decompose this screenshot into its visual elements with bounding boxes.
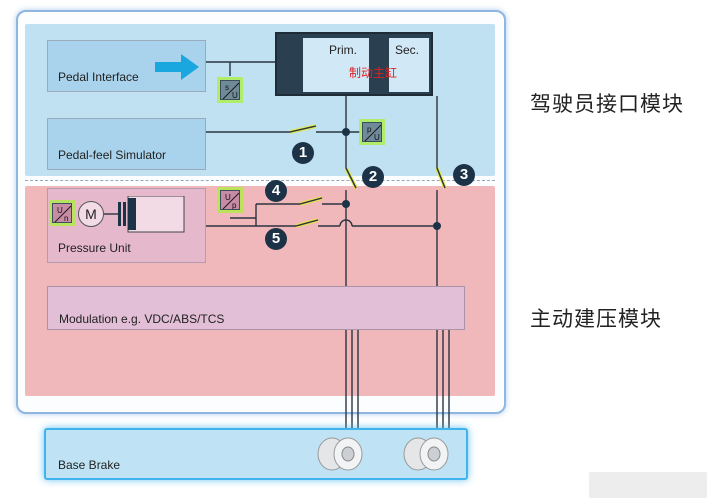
pressure-unit-sensor-bottom: p	[232, 201, 237, 210]
pedal-travel-sensor: s U	[220, 80, 240, 100]
secondary-chamber	[389, 38, 429, 92]
brake-disc-right-icon	[403, 437, 449, 471]
brake-disc-left-icon	[317, 437, 363, 471]
primary-pressure-sensor-top: p	[367, 125, 372, 134]
pedal-feel-simulator-label: Pedal-feel Simulator	[58, 148, 167, 162]
valve-3-callout: 3	[453, 164, 475, 186]
primary-pressure-sensor: p U	[362, 122, 382, 142]
base-brake-label: Base Brake	[58, 458, 121, 472]
base-brake-box: Base Brake	[44, 428, 468, 480]
modulation-box: Modulation e.g. VDC/ABS/TCS	[47, 286, 465, 330]
valve-5-callout: 5	[265, 228, 287, 250]
motor-angle-sensor: U n	[52, 203, 72, 223]
motor-angle-sensor-bottom: n	[64, 214, 68, 223]
driver-interface-module-label: 驾驶员接口模块	[530, 92, 684, 116]
pedal-interface-label: Pedal Interface	[58, 70, 139, 84]
primary-chamber	[303, 38, 369, 92]
pedal-feel-simulator-box: Pedal-feel Simulator	[47, 118, 206, 170]
primary-label: Prim.	[329, 43, 357, 57]
pressure-unit-label: Pressure Unit	[58, 241, 131, 255]
pressure-unit-sensor-top: U	[225, 193, 231, 202]
watermark	[589, 472, 707, 498]
module-divider	[25, 180, 495, 181]
brake-discs	[317, 437, 449, 471]
modulation-label: Modulation e.g. VDC/ABS/TCS	[59, 312, 225, 326]
pressure-unit-sensor: U p	[220, 190, 240, 210]
pedal-travel-sensor-top: s	[225, 83, 229, 92]
active-pressure-module-label: 主动建压模块	[530, 307, 662, 331]
valve-4-callout: 4	[265, 180, 287, 202]
valve-1-callout: 1	[292, 142, 314, 164]
primary-pressure-sensor-bottom: U	[374, 133, 380, 142]
motor-icon: M	[78, 201, 104, 227]
motor-angle-sensor-top: U	[57, 206, 63, 215]
pedal-arrow-icon	[155, 54, 199, 80]
pedal-interface-box: Pedal Interface	[47, 40, 206, 92]
master-cylinder-name: 制动主缸	[349, 66, 398, 80]
valve-2-callout: 2	[362, 166, 384, 188]
pedal-travel-sensor-bottom: U	[232, 91, 238, 100]
secondary-label: Sec.	[395, 43, 420, 57]
master-cylinder: Prim. Sec. 制动主缸	[275, 32, 433, 96]
pressure-piston-cylinder	[104, 196, 185, 233]
